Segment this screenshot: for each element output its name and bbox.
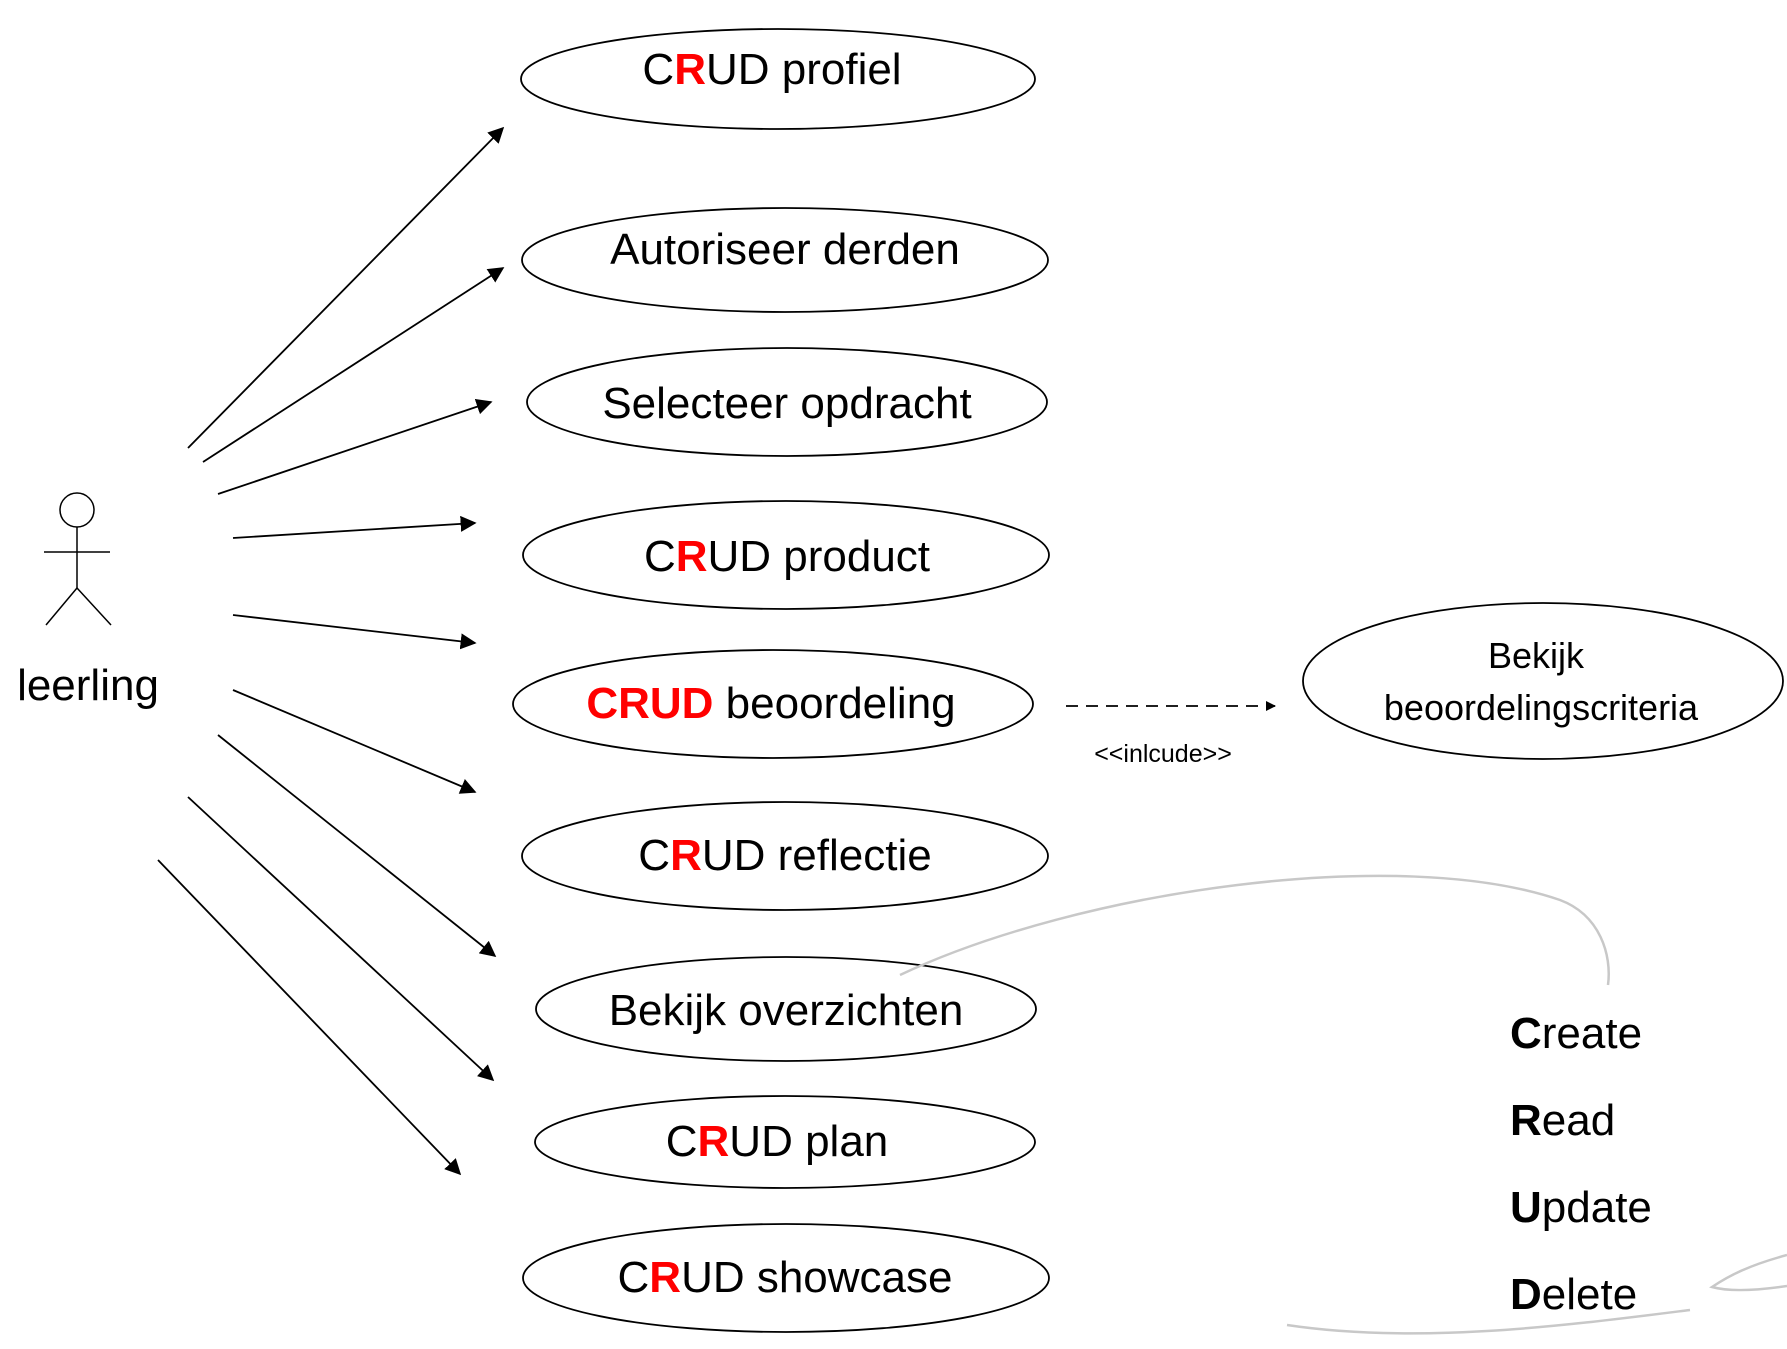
use-case-autoriseer-derden	[521, 207, 1049, 313]
arrow-to-crud-beoordeling	[232, 614, 477, 650]
callout-curve-top	[899, 874, 1610, 986]
include-label: <<inlcude>>	[1094, 740, 1232, 768]
use-case-crud-profiel	[520, 28, 1036, 130]
use-case-label-crud-reflectie: CRUD reflectie	[638, 831, 931, 880]
actor-label: leerling	[17, 661, 159, 710]
arrow-to-crud-reflectie	[232, 689, 477, 794]
use-case-label-bekijk-line1: Bekijk	[1488, 635, 1585, 676]
crud-callout-curves	[899, 874, 1787, 1335]
use-case-crud-plan	[534, 1095, 1036, 1189]
arrow-to-crud-product	[232, 515, 477, 539]
use-case-label-beoordelingscriteria-line2: beoordelingscriteria	[1384, 687, 1699, 728]
use-case-label-crud-plan: CRUD plan	[666, 1117, 889, 1166]
use-case-label-crud-showcase: CRUD showcase	[618, 1253, 953, 1302]
arrow-to-selecteer-opdracht	[217, 399, 493, 495]
arrow-to-bekijk-overzichten	[217, 734, 497, 957]
legend-create: Create	[1510, 1009, 1642, 1058]
arrow-to-crud-showcase	[157, 859, 462, 1176]
legend-delete: Delete	[1510, 1270, 1637, 1319]
use-case-label-autoriseer-derden: Autoriseer derden	[610, 225, 960, 274]
use-case-crud-product	[522, 500, 1050, 610]
legend-read: Read	[1510, 1096, 1615, 1145]
arrow-to-crud-profiel	[187, 126, 505, 449]
association-arrows	[157, 126, 505, 1176]
use-case-bekijk-overzichten	[535, 956, 1037, 1062]
use-case-crud-beoordeling	[512, 649, 1034, 759]
use-case-label-bekijk-overzichten: Bekijk overzichten	[609, 986, 964, 1035]
arrow-to-crud-plan	[187, 796, 495, 1082]
use-case-bekijk-beoordelingscriteria	[1302, 602, 1784, 760]
actor-head-icon	[59, 492, 95, 528]
use-case-label-crud-product: CRUD product	[644, 532, 930, 581]
use-case-crud-reflectie	[521, 801, 1049, 911]
callout-curve-bottom	[1286, 1308, 1691, 1335]
use-case-label-crud-beoordeling: CRUD beoordeling	[586, 679, 955, 728]
legend-update: Update	[1510, 1183, 1652, 1232]
use-case-label-selecteer-opdracht: Selecteer opdracht	[602, 379, 971, 428]
actor-right-leg	[76, 587, 112, 626]
use-case-selecteer-opdracht	[526, 347, 1048, 457]
callout-curve-right	[1709, 1253, 1787, 1292]
actor-left-leg	[45, 587, 78, 626]
use-case-crud-showcase	[522, 1223, 1050, 1333]
use-case-label-crud-profiel: CRUD profiel	[642, 45, 901, 94]
arrow-to-autoriseer-derden	[202, 267, 505, 463]
actor-leerling	[44, 492, 112, 626]
